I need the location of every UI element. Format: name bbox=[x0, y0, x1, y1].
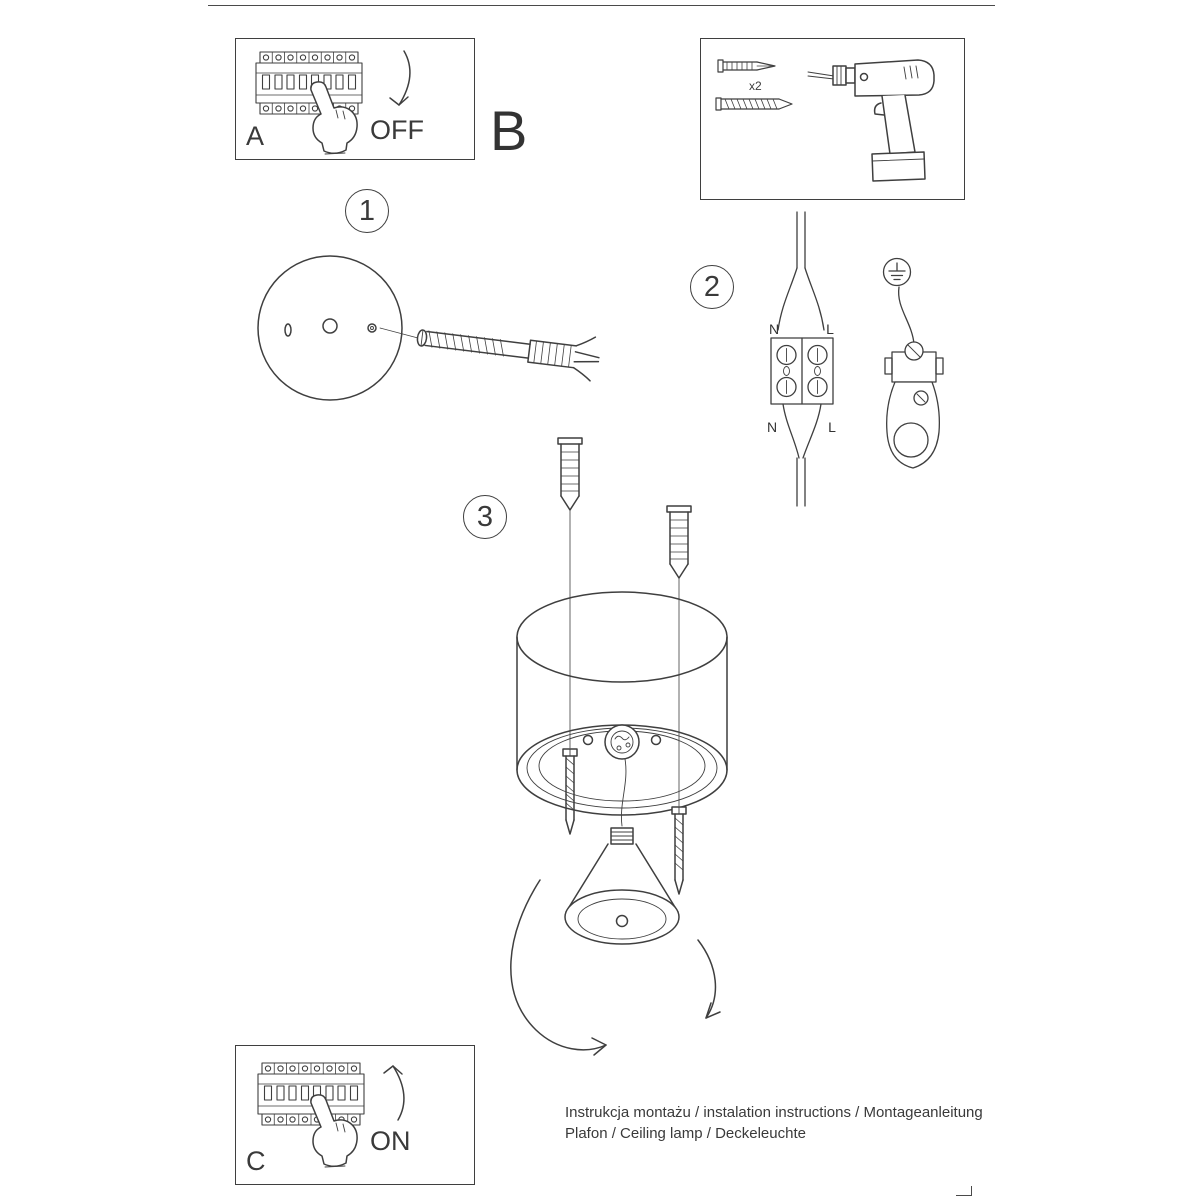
breaker-panel-icon bbox=[255, 51, 363, 115]
right-wall-plug bbox=[666, 505, 692, 807]
left-wall-plug bbox=[557, 437, 583, 749]
page-top-border bbox=[208, 5, 995, 6]
wire-label-n-bottom: N bbox=[767, 419, 777, 435]
step-a-label: A bbox=[246, 121, 265, 151]
drill-icon bbox=[807, 59, 935, 182]
arrow-up-icon bbox=[383, 1065, 405, 1121]
ground-terminal-drawing bbox=[882, 257, 944, 469]
tools-box: x2 bbox=[700, 38, 965, 200]
step-1-badge: 1 bbox=[345, 189, 389, 233]
screw-and-anchor-drawing bbox=[379, 327, 600, 382]
footer-line-1: Instrukcja montażu / instalation instruc… bbox=[565, 1104, 983, 1121]
wall-plug-icon bbox=[717, 59, 776, 73]
step-a-box: A OFF bbox=[235, 38, 475, 160]
step-2-number: 2 bbox=[703, 270, 721, 303]
footer-text: Instrukcja montażu / instalation instruc… bbox=[565, 1102, 995, 1144]
rotate-arrow-right bbox=[697, 939, 721, 1019]
step-2-badge: 2 bbox=[690, 265, 734, 309]
wall-plug-count: x2 bbox=[749, 79, 762, 93]
step-3-badge: 3 bbox=[463, 495, 507, 539]
lamp-socket bbox=[582, 724, 662, 827]
arrow-down-icon bbox=[389, 50, 411, 106]
left-screw bbox=[562, 748, 578, 835]
off-label: OFF bbox=[370, 115, 424, 145]
step-3-number: 3 bbox=[476, 500, 494, 533]
footer-line-2: Plafon / Ceiling lamp / Deckeleuchte bbox=[565, 1125, 806, 1142]
step-b-label: B bbox=[490, 99, 528, 162]
wire-label-l-bottom: L bbox=[828, 419, 836, 435]
hand-icon bbox=[310, 81, 358, 155]
cylinder-shade bbox=[516, 591, 728, 816]
page-corner-mark bbox=[956, 1186, 972, 1196]
on-label: ON bbox=[370, 1126, 411, 1156]
screw-icon bbox=[715, 97, 793, 111]
mounting-plate-drawing bbox=[257, 255, 403, 401]
step-c-label: C bbox=[246, 1146, 266, 1176]
wire-label-l-top: L bbox=[826, 321, 834, 337]
hand-icon bbox=[310, 1094, 358, 1168]
spot-bulb bbox=[564, 827, 680, 945]
rotate-arrow-left bbox=[510, 879, 607, 1056]
step-c-box: C ON bbox=[235, 1045, 475, 1185]
lamp-assembly-drawing bbox=[510, 437, 728, 1056]
right-screw bbox=[671, 806, 687, 895]
wire-label-n-top: N bbox=[769, 321, 779, 337]
wire-connector-drawing: N L N L bbox=[767, 211, 836, 507]
step-1-number: 1 bbox=[358, 194, 376, 227]
